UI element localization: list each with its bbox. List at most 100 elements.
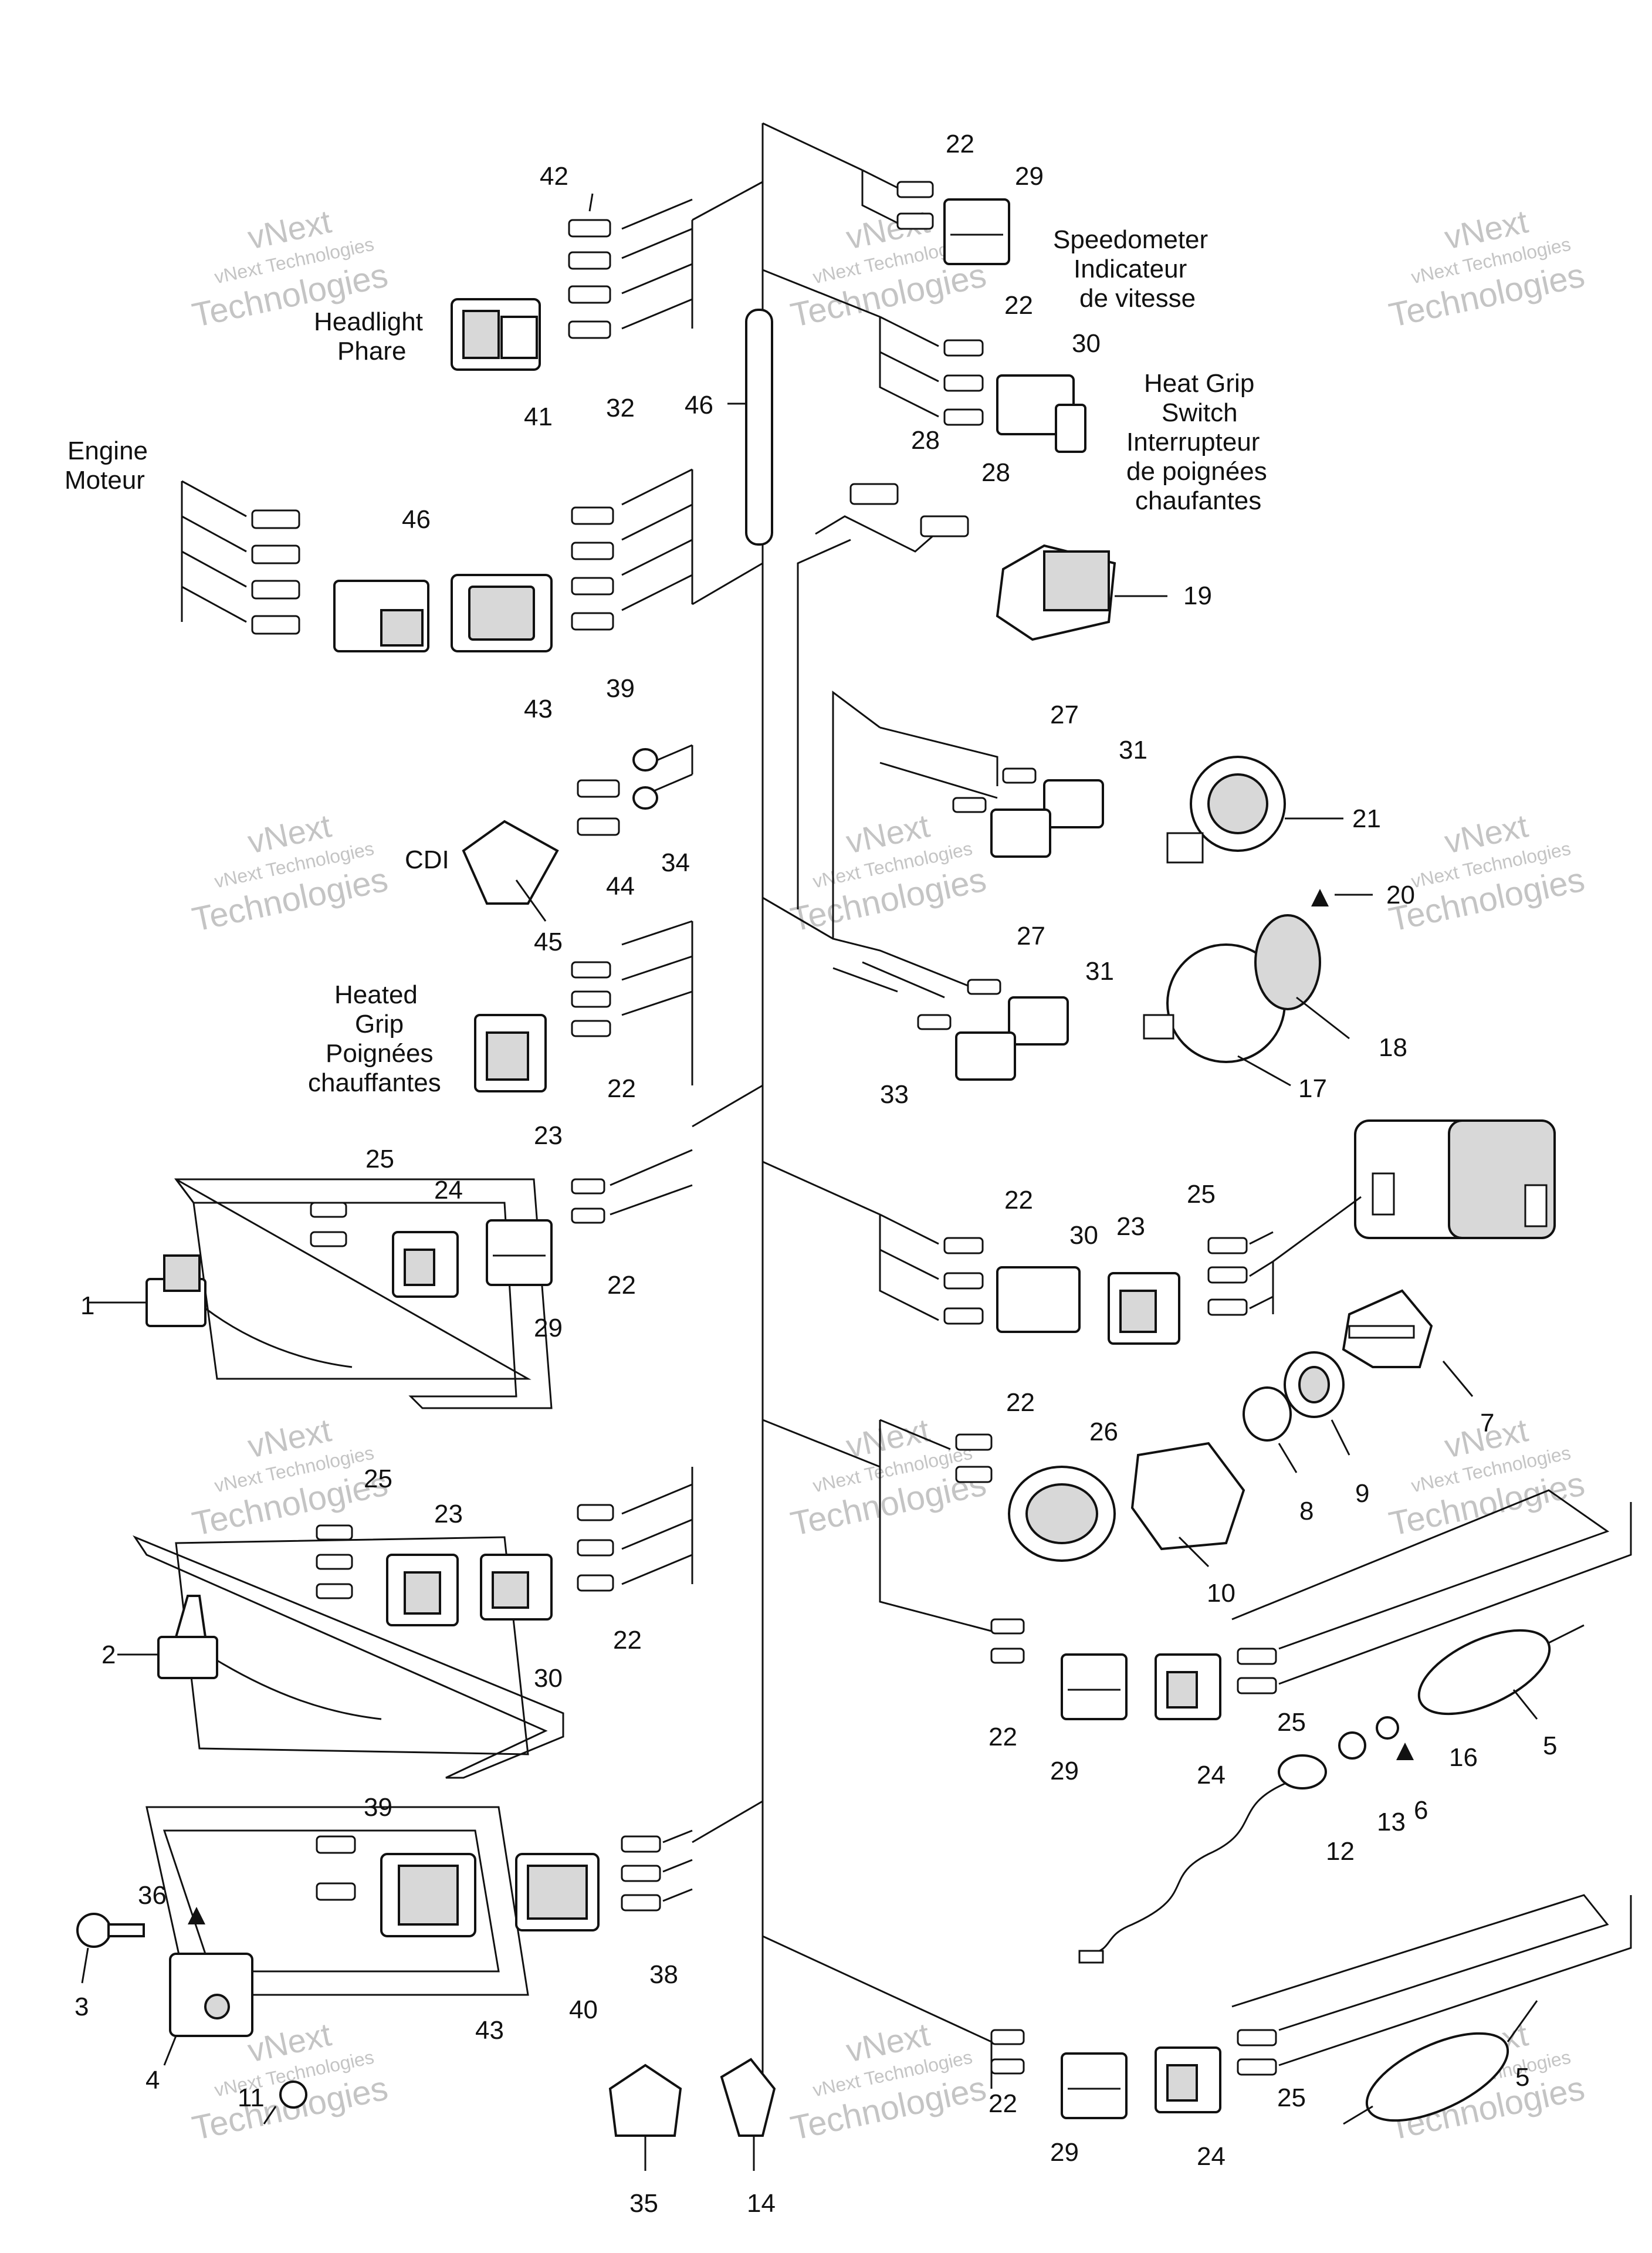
headlight-connector-41 (451, 193, 693, 371)
sleeve-part-46 (727, 309, 773, 546)
label-engine-en: Engine (67, 437, 148, 465)
watermark: vNext vNext Technologies Technologies (1386, 807, 1588, 939)
callout-32: 32 (606, 394, 635, 422)
callout-21: 21 (1352, 804, 1381, 833)
label-heatgrip-switch-en2: Switch (1162, 398, 1238, 427)
callout-30: 30 (534, 1664, 563, 1693)
callout-29: 29 (1015, 162, 1044, 191)
callout-27: 27 (1017, 922, 1045, 950)
callout-4: 4 (145, 2066, 160, 2095)
callout-22: 22 (607, 1074, 636, 1103)
watermark: vNext vNext Technologies Technologies (189, 1411, 391, 1543)
label-cdi: CDI (405, 845, 449, 874)
callout-numbers: 22 29 42 41 32 46 22 30 28 28 19 46 43 3… (75, 130, 1557, 2218)
label-heatgrip-switch-fr2: de poignées (1126, 457, 1267, 486)
watermark: vNext vNext Technologies Technologies (787, 2015, 990, 2147)
label-speedometer-en: Speedometer (1053, 225, 1208, 254)
callout-31: 31 (1119, 736, 1147, 764)
heatgrip-switch-19 (996, 544, 1167, 641)
callout-26: 26 (1089, 1418, 1118, 1446)
callout-10: 10 (1207, 1579, 1235, 1608)
callout-6: 6 (1414, 1796, 1428, 1825)
label-engine-fr: Moteur (65, 466, 145, 495)
callout-17: 17 (1298, 1074, 1327, 1103)
callout-46: 46 (685, 391, 713, 420)
callout-25: 25 (1277, 1708, 1306, 1737)
callout-42: 42 (540, 162, 568, 191)
watermark: vNext vNext Technologies Technologies (1386, 202, 1588, 334)
callout-22: 22 (1006, 1388, 1035, 1417)
callout-11: 11 (238, 2083, 265, 2112)
callout-22: 22 (989, 2089, 1017, 2118)
callout-14: 14 (747, 2189, 776, 2218)
callout-23: 23 (534, 1121, 563, 1150)
connector-group-31-lower (762, 889, 1373, 1087)
callout-22: 22 (989, 1723, 1017, 1751)
watermark: vNext vNext Technologies Technologies (189, 807, 391, 939)
watermark: vNext vNext Technologies Technologies (787, 807, 990, 939)
label-heatgrip-switch-fr1: Interrupteur (1126, 428, 1260, 456)
callout-24: 24 (1197, 2142, 1226, 2171)
label-speedometer-fr2: de vitesse (1079, 284, 1196, 313)
callout-43: 43 (475, 2016, 504, 2045)
callout-9: 9 (1355, 1479, 1369, 1508)
callout-16: 16 (1449, 1743, 1478, 1772)
engine-connectors-group (181, 468, 693, 652)
callout-22: 22 (607, 1271, 636, 1300)
callout-24: 24 (1197, 1761, 1226, 1789)
connector-group-29-top (861, 169, 1010, 265)
label-headlight-fr: Phare (337, 337, 406, 366)
callout-24: 24 (434, 1176, 463, 1205)
callout-35: 35 (629, 2189, 658, 2218)
label-speedometer-fr1: Indicateur (1074, 255, 1187, 283)
callout-25: 25 (1187, 1180, 1216, 1209)
callout-30: 30 (1069, 1221, 1098, 1250)
callout-25: 25 (365, 1145, 394, 1173)
callout-2: 2 (101, 1640, 116, 1669)
connector-group-29-bottom (990, 1894, 1632, 2125)
callout-31: 31 (1085, 957, 1114, 986)
speedometer-rear-housing (1272, 1119, 1556, 1314)
callout-36: 36 (138, 1881, 167, 1910)
label-heated-grip-en2: Grip (355, 1010, 404, 1038)
callout-5: 5 (1543, 1731, 1557, 1760)
callout-46: 46 (402, 505, 431, 534)
sensor-group-bottom-left (76, 1806, 693, 2125)
tie-14 (720, 2058, 776, 2171)
callout-33: 33 (880, 1080, 909, 1109)
callout-22: 22 (613, 1626, 642, 1655)
callout-28: 28 (911, 426, 940, 455)
callout-1: 1 (80, 1291, 94, 1320)
callout-34: 34 (661, 848, 690, 877)
callout-25: 25 (1277, 2083, 1306, 2112)
callout-28: 28 (981, 458, 1010, 487)
callout-44: 44 (606, 872, 635, 901)
callout-7: 7 (1480, 1409, 1494, 1437)
callout-39: 39 (606, 674, 635, 703)
cdi-connectors-group (462, 744, 693, 922)
label-heated-grip-fr1: Poignées (326, 1039, 433, 1068)
connector-group-29-right-lower (990, 1489, 1632, 1964)
heated-grip-element-2-group (117, 1467, 693, 1779)
callout-5: 5 (1515, 2063, 1529, 2092)
callout-29: 29 (534, 1314, 563, 1342)
label-headlight-en: Headlight (314, 307, 423, 336)
callout-43: 43 (524, 695, 553, 723)
callout-40: 40 (569, 1995, 598, 2024)
label-heated-grip-fr2: chauffantes (308, 1068, 441, 1097)
label-heatgrip-switch-fr3: chaufantes (1135, 486, 1261, 515)
callout-30: 30 (1072, 329, 1101, 358)
callout-19: 19 (1183, 581, 1212, 610)
callout-18: 18 (1379, 1033, 1407, 1062)
callout-22: 22 (1004, 1186, 1033, 1215)
callout-41: 41 (524, 402, 553, 431)
callout-20: 20 (1386, 881, 1415, 909)
callout-8: 8 (1299, 1497, 1314, 1525)
connector-group-31-upper (832, 691, 1343, 939)
section-labels: Speedometer Indicateur de vitesse Headli… (65, 225, 1267, 1097)
heatgrip-switch-connector-30 (879, 316, 1086, 453)
callout-23: 23 (1116, 1212, 1145, 1241)
callout-38: 38 (649, 1960, 678, 1989)
heated-grip-element-1-group (88, 1149, 693, 1409)
